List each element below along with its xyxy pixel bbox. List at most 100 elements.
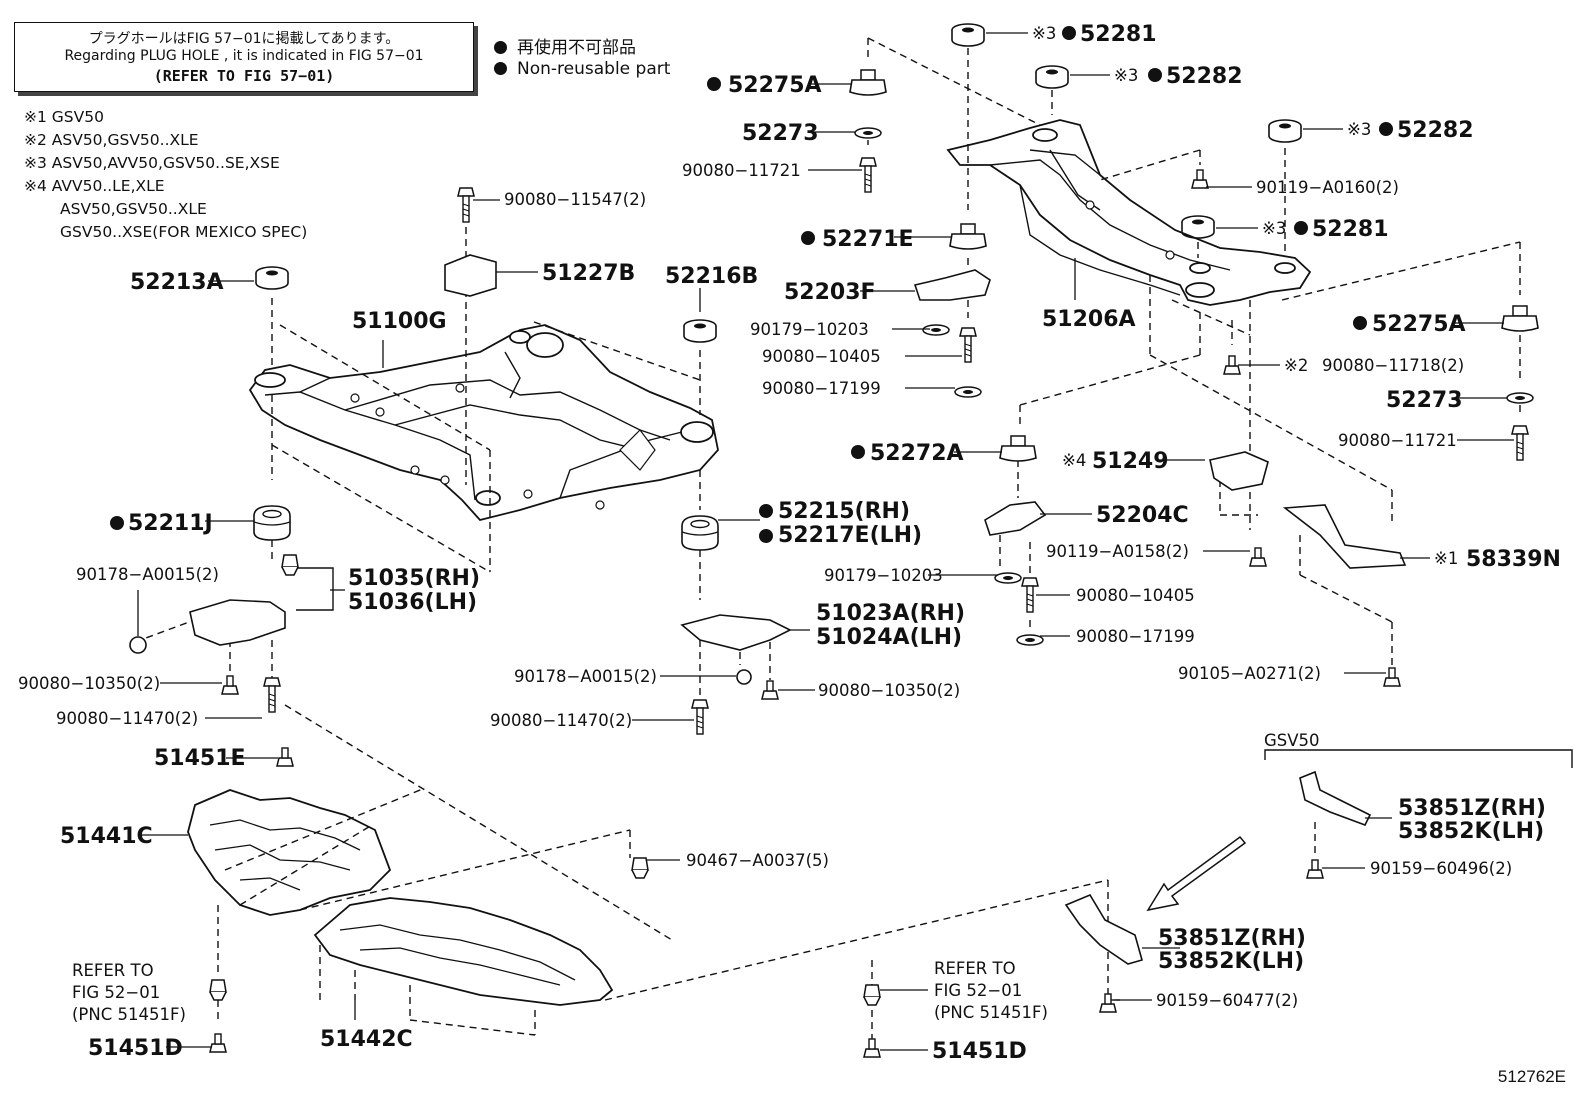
bracket-51249 [1209,451,1269,491]
callout-52272A: 52272A [870,441,964,466]
note-en: Regarding PLUG HOLE , it is indicated in… [64,48,424,64]
callout-51451D-a: 51451D [88,1036,183,1061]
bracket-51023A [680,614,792,651]
callout-90080-11547: 90080−11547(2) [504,190,646,209]
part-icon-52271E [949,223,987,250]
mark-4: ※4 [1062,451,1086,470]
part-icon-90080-11470-b [691,699,709,735]
callout-52275A-a: 52275A [728,73,822,98]
part-icon-90080-11547 [457,187,475,223]
callout-51451E: 51451E [154,746,246,771]
part-icon-52211J [253,505,291,541]
applicability-3: ※3 ASV50,AVV50,GSV50..SE,XSE [24,154,280,172]
callout-90178-A0015-b: 90178−A0015(2) [514,667,657,686]
plug-hole-note: プラグホールはFIG 57−01に掲載してあります。 Regarding PLU… [14,22,474,92]
part-icon-51451D-b [863,1038,881,1058]
mark-3-b: ※3 [1114,66,1138,85]
legend-en-text: Non-reusable part [517,59,671,79]
callout-53852K-b: 53852K(LH) [1158,949,1304,974]
bullet-icon [1353,316,1367,330]
part-icon-52273-a [854,127,882,139]
non-reusable-markers [110,26,1393,543]
part-icon-90080-11718 [1223,355,1241,375]
bracket-58339N [1282,504,1407,569]
bracket-53851Z-b [1064,893,1143,965]
callout-52213A: 52213A [130,270,224,295]
callout-51100G: 51100G [352,309,447,334]
part-icon-51451E [276,747,294,767]
callout-90119-A0160: 90119−A0160(2) [1256,178,1399,197]
callout-90179-10203-b: 90179−10203 [824,566,943,585]
legend-en: Non-reusable part [494,59,670,79]
part-icon-90080-11721-a [859,157,877,193]
callout-90080-17199-a: 90080−17199 [762,379,881,398]
part-icon-90119-A0160 [1191,169,1209,189]
part-icon-90179-10203-a [922,324,950,336]
callout-52211J: 52211J [128,511,213,536]
callout-51451D-b: 51451D [932,1039,1027,1064]
rear-crossmember-drawing [946,119,1312,306]
bullet-icon [1062,26,1076,40]
figure-id: 512762E [1497,1067,1566,1086]
callout-90080-10350-b: 90080−10350(2) [818,681,960,700]
callout-52275A-b: 52275A [1372,312,1466,337]
callout-51249: 51249 [1092,449,1169,474]
callout-52216B: 52216B [665,264,758,289]
part-icon-90080-17199-b [1016,634,1044,646]
callout-51035: 51035(RH) [348,566,480,591]
callout-53851Z-a: 53851Z(RH) [1398,796,1546,821]
part-icon-52281-a [951,23,985,47]
part-icon-90179-10203-b [994,572,1022,584]
callout-58339N: 58339N [1466,547,1561,572]
callout-53852K-a: 53852K(LH) [1398,819,1544,844]
bracket-51035 [189,599,286,646]
refer-left-1: REFER TO [72,961,154,980]
bracket-53851Z-a [1299,770,1372,826]
bullet-icon [110,516,124,530]
bracket-51227B [444,254,497,297]
callout-90179-10203-a: 90179−10203 [750,320,869,339]
bullet-icon [759,529,773,543]
under-cover-rear-drawing [313,897,614,1006]
callout-51441C: 51441C [60,824,153,849]
callout-90467-A0037: 90467−A0037(5) [686,851,829,870]
part-icon-90467-A0037 [631,857,649,879]
nut-90178-b [736,669,752,685]
bracket-drawings [129,254,1407,965]
applicability-4c: GSV50..XSE(FOR MEXICO SPEC) [60,223,308,241]
part-icon-90159-60496 [1306,859,1324,879]
mark-2: ※2 [1284,356,1308,375]
callout-52273-b: 52273 [1386,388,1463,413]
arrow-icon [1146,835,1247,912]
callout-90119-A0158: 90119−A0158(2) [1046,542,1189,561]
callout-90080-11721-b: 90080−11721 [1338,431,1457,450]
callout-90080-10405-a: 90080−10405 [762,347,881,366]
legend-jp: 再使用不可部品 [494,33,636,58]
callout-52281-a: 52281 [1080,22,1157,47]
under-cover-front-drawing [187,789,392,916]
part-icon-52275A-a [849,69,887,96]
bullet-icon [1148,68,1162,82]
bullet-icon [494,62,507,75]
callout-51227B: 51227B [542,261,635,286]
part-icon-51451F-b [863,984,881,1006]
part-icon-90080-10350-a [221,675,239,695]
callouts: 52213A 51100G 90080−11547(2) 51227B 5221… [18,22,1561,1064]
part-icon-90119-A0158 [1249,547,1267,567]
part-icon-52215 [681,515,719,551]
callout-52273-a: 52273 [742,121,819,146]
note-ref: (REFER TO FIG 57−01) [153,67,335,85]
refer-left-2: FIG 52−01 [72,983,160,1002]
applicability-2: ※2 ASV50,GSV50..XLE [24,131,199,149]
part-icon-90105-A0271 [1383,667,1401,687]
part-icon-52282-a [1035,65,1069,89]
callout-52215: 52215(RH) [778,499,910,524]
callout-90105-A0271: 90105−A0271(2) [1178,664,1321,683]
mark-3-c: ※3 [1347,120,1371,139]
callout-52217E: 52217E(LH) [778,523,922,548]
callout-51206A: 51206A [1042,307,1136,332]
callout-90080-10350-a: 90080−10350(2) [18,674,160,693]
part-icon-52272A [999,435,1037,462]
